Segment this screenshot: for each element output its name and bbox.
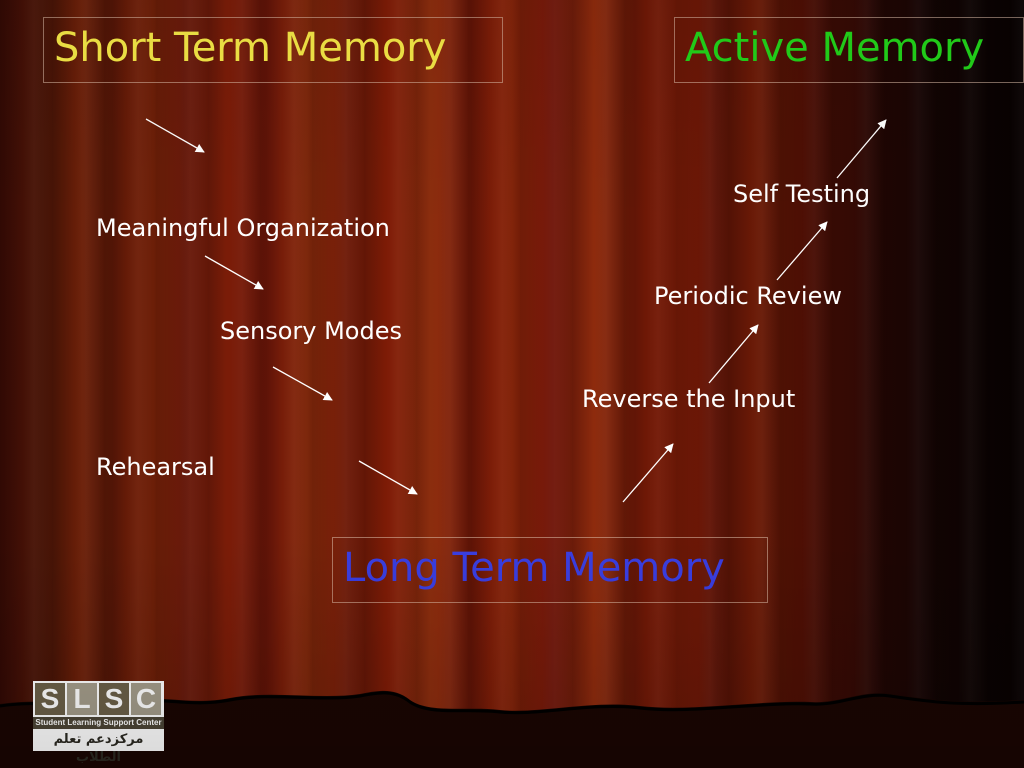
step-reverse-the-input: Reverse the Input — [582, 385, 796, 413]
step-rehearsal: Rehearsal — [96, 453, 215, 481]
short-term-memory-title: Short Term Memory — [54, 25, 447, 71]
logo-letter-l: L — [67, 683, 97, 715]
step-sensory-modes: Sensory Modes — [220, 317, 402, 345]
arrow-down-4 — [358, 460, 418, 495]
step-periodic-review: Periodic Review — [654, 282, 842, 310]
step-meaningful-organization: Meaningful Organization — [96, 214, 390, 242]
logo-letter-s2: S — [99, 683, 129, 715]
logo-letter-s: S — [35, 683, 65, 715]
step-self-testing: Self Testing — [733, 180, 871, 208]
long-term-memory-box: Long Term Memory — [332, 537, 768, 603]
slsc-logo: S L S C Student Learning Support Center … — [33, 681, 164, 765]
active-memory-box: Active Memory — [674, 17, 1024, 83]
logo-letter-c: C — [131, 683, 161, 715]
arrow-down-3 — [272, 366, 333, 401]
long-term-memory-title: Long Term Memory — [343, 545, 725, 591]
arrow-up-2 — [708, 324, 759, 384]
arrow-up-3 — [776, 221, 828, 281]
active-memory-title: Active Memory — [685, 25, 985, 71]
logo-subtitle: Student Learning Support Center — [33, 717, 164, 729]
arrow-up-4 — [836, 119, 887, 179]
short-term-memory-box: Short Term Memory — [43, 17, 503, 83]
logo-arabic-text: مركزدعم تعلم الطلاب — [53, 732, 144, 765]
arrow-up-1 — [622, 443, 674, 503]
arrow-down-2 — [204, 255, 264, 290]
arrow-down-1 — [145, 118, 205, 153]
